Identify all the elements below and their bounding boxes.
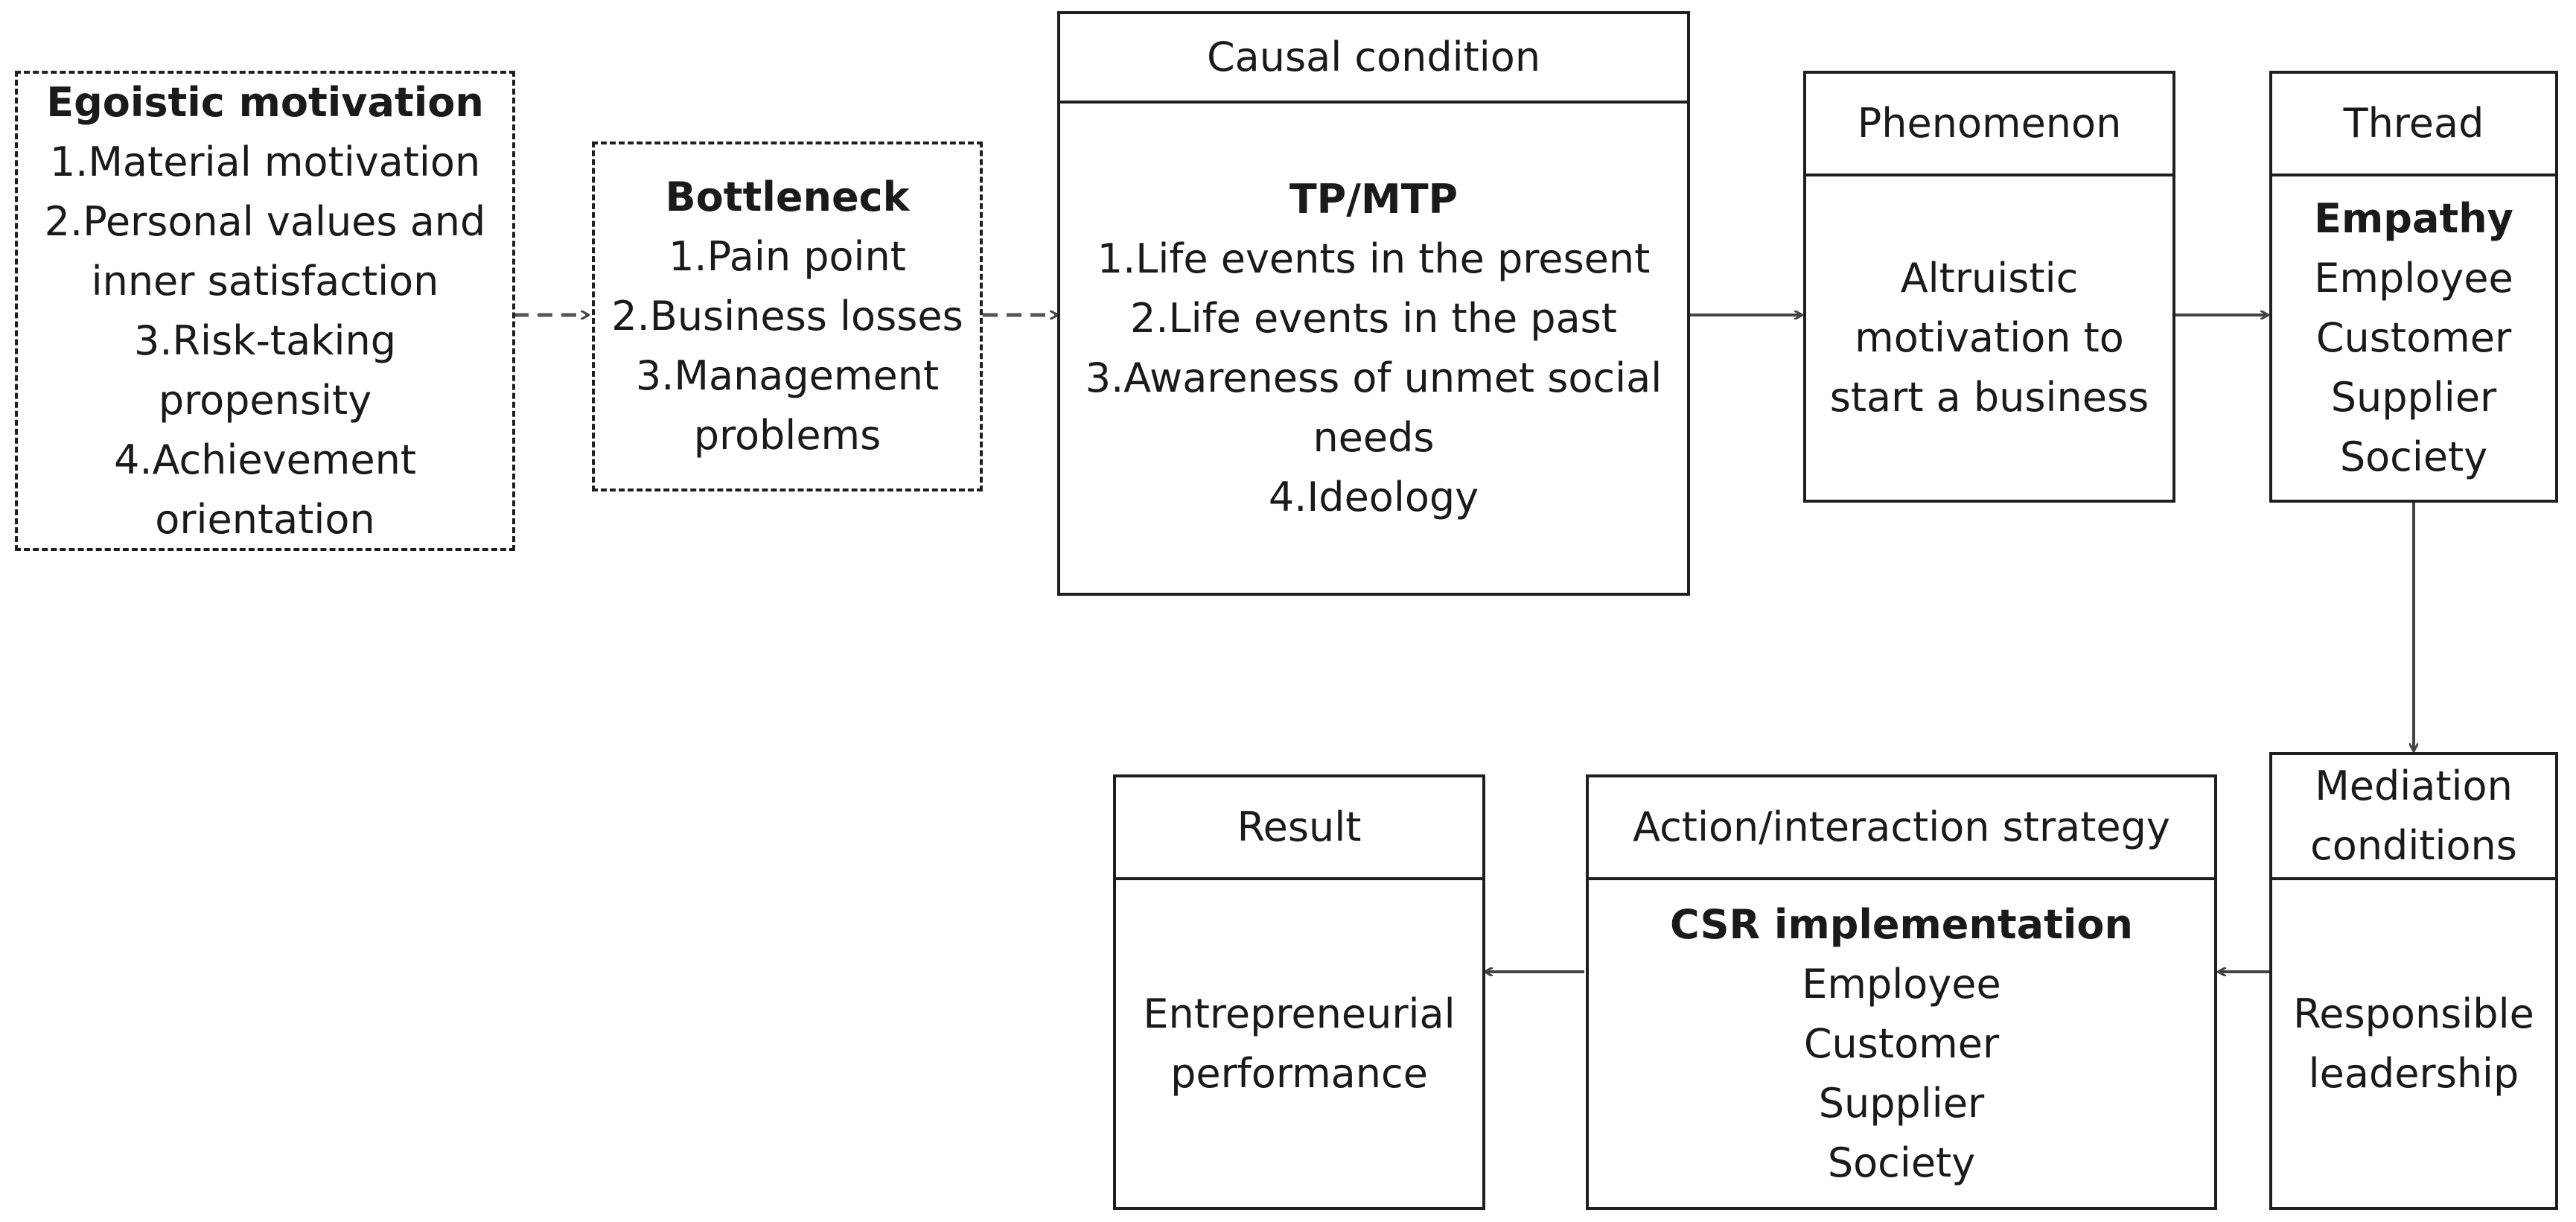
thread-item: Customer — [2315, 314, 2512, 361]
egoistic-motivation-box: Egoistic motivation 1.Material motivatio… — [15, 71, 515, 551]
causal-condition-header: Causal condition — [1060, 14, 1687, 104]
causal-item: 1.Life events in the present — [1097, 235, 1651, 282]
bottleneck-item: problems — [693, 412, 881, 459]
phenomenon-item: motivation to — [1855, 314, 2124, 361]
action-interaction-strategy-box: Action/interaction strategy CSR implemen… — [1586, 774, 2217, 1210]
egoistic-item: 1.Material motivation — [49, 138, 481, 185]
causal-condition-content: TP/MTP 1.Life events in the present 2.Li… — [1060, 104, 1687, 593]
thread-box: Thread Empathy Employee Customer Supplie… — [2269, 71, 2558, 503]
bottleneck-title: Bottleneck — [665, 174, 910, 220]
result-item: performance — [1170, 1049, 1428, 1097]
causal-condition-box: Causal condition TP/MTP 1.Life events in… — [1057, 11, 1690, 596]
egoistic-motivation-content: Egoistic motivation 1.Material motivatio… — [18, 74, 512, 548]
phenomenon-box: Phenomenon Altruistic motivation to star… — [1803, 71, 2175, 503]
bottleneck-item: 2.Business losses — [611, 293, 963, 340]
mediation-item: leadership — [2308, 1049, 2519, 1097]
mediation-header-line: Mediation — [2315, 763, 2513, 809]
causal-item: 2.Life events in the past — [1130, 294, 1617, 342]
phenomenon-header: Phenomenon — [1806, 74, 2172, 176]
causal-item: needs — [1313, 413, 1435, 461]
phenomenon-content: Altruistic motivation to start a busines… — [1806, 176, 2172, 500]
bottleneck-content: Bottleneck 1.Pain point 2.Business losse… — [595, 144, 980, 489]
result-item: Entrepreneurial — [1143, 990, 1456, 1037]
phenomenon-item: Altruistic — [1900, 255, 2079, 302]
action-item: Customer — [1803, 1019, 2000, 1067]
action-interaction-strategy-content: CSR implementation Employee Customer Sup… — [1589, 880, 2214, 1207]
thread-item: Employee — [2314, 255, 2513, 302]
bottleneck-box: Bottleneck 1.Pain point 2.Business losse… — [592, 141, 983, 491]
mediation-item: Responsible — [2293, 990, 2534, 1037]
result-content: Entrepreneurial performance — [1116, 880, 1482, 1207]
result-box: Result Entrepreneurial performance — [1113, 774, 1485, 1210]
egoistic-motivation-title: Egoistic motivation — [46, 78, 484, 126]
causal-item: 4.Ideology — [1268, 473, 1479, 521]
mediation-header-line: conditions — [2310, 822, 2517, 869]
causal-condition-title: TP/MTP — [1289, 175, 1458, 223]
egoistic-item: orientation — [155, 495, 375, 543]
action-interaction-strategy-header: Action/interaction strategy — [1589, 777, 2214, 880]
egoistic-item: propensity — [158, 376, 372, 424]
causal-item: 3.Awareness of unmet social — [1085, 354, 1662, 401]
mediation-conditions-content: Responsible leadership — [2272, 880, 2555, 1207]
action-title: CSR implementation — [1670, 900, 2133, 948]
egoistic-item: 3.Risk-taking — [134, 316, 396, 364]
thread-item: Society — [2339, 433, 2488, 480]
result-header: Result — [1116, 777, 1482, 880]
mediation-conditions-header: Mediation conditions — [2272, 755, 2555, 880]
thread-content: Empathy Employee Customer Supplier Socie… — [2272, 176, 2555, 500]
thread-title: Empathy — [2314, 195, 2513, 242]
action-item: Supplier — [1818, 1079, 1985, 1127]
thread-item: Supplier — [2330, 374, 2497, 421]
egoistic-item: inner satisfaction — [91, 257, 439, 305]
phenomenon-item: start a business — [1829, 374, 2149, 421]
egoistic-item: 4.Achievement — [113, 436, 417, 483]
mediation-conditions-box: Mediation conditions Responsible leaders… — [2269, 752, 2558, 1210]
bottleneck-item: 1.Pain point — [669, 233, 906, 280]
action-item: Society — [1827, 1139, 1976, 1186]
action-item: Employee — [1802, 960, 2001, 1008]
bottleneck-item: 3.Management — [635, 352, 940, 399]
egoistic-item: 2.Personal values and — [44, 197, 486, 245]
thread-header: Thread — [2272, 74, 2555, 176]
